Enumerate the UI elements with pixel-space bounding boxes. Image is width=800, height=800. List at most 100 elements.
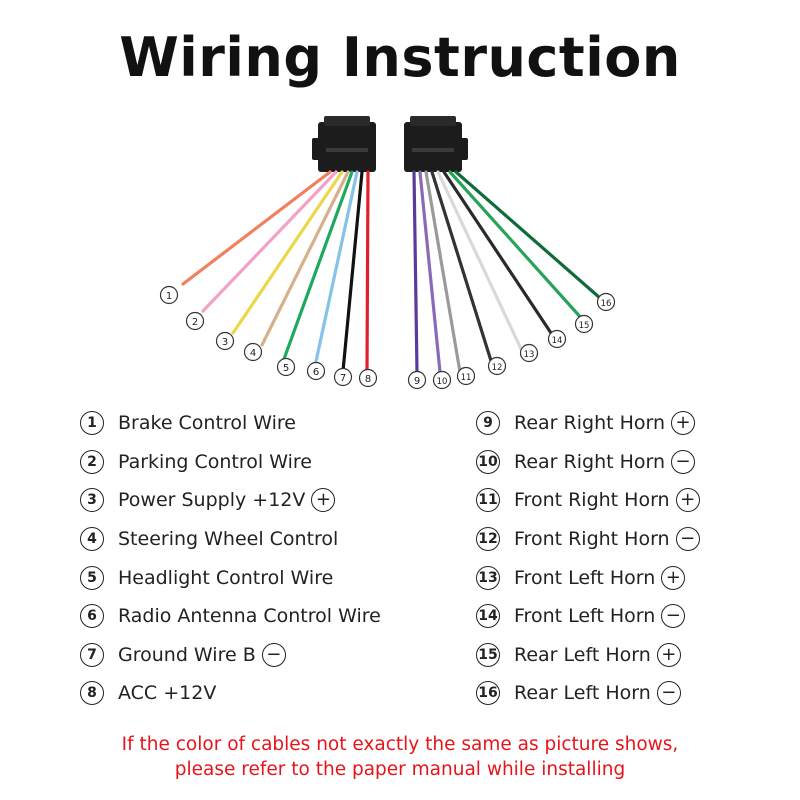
wire-label: Radio Antenna Control Wire [118, 605, 381, 628]
legend-item-2: 2 Parking Control Wire [80, 443, 381, 482]
wire-number-marker-16: 16 [596, 292, 616, 312]
wire-12 [430, 170, 494, 366]
wire-number-text: 6 [313, 367, 319, 378]
wire-number-marker-9: 9 [407, 370, 427, 390]
wire-number-badge: 12 [476, 527, 500, 552]
wire-2 [201, 170, 338, 313]
wire-number-marker-7: 7 [333, 367, 353, 387]
wire-label: Ground Wire B [118, 643, 256, 666]
legend-item-14: 14 Front Left Horn− [476, 597, 700, 636]
wire-number-marker-3: 3 [215, 331, 235, 351]
wire-1 [181, 170, 332, 286]
wire-label: Front Right Horn [514, 489, 670, 512]
wire-number-marker-5: 5 [276, 357, 296, 377]
wire-9 [412, 170, 419, 374]
wire-number-text: 15 [579, 321, 590, 331]
wire-number-text: 8 [365, 374, 371, 385]
wire-label: Power Supply +12V [118, 489, 306, 512]
wire-number-text: 4 [250, 348, 256, 359]
legend-item-9: 9 Rear Right Horn+ [476, 404, 700, 443]
wire-number-text: 14 [552, 336, 563, 346]
wire-label: Front Left Horn [514, 605, 656, 628]
wire-14 [442, 170, 555, 338]
wire-number-text: 11 [461, 373, 472, 383]
wire-number-marker-12: 12 [487, 356, 507, 376]
wire-number-badge: 1 [80, 411, 104, 436]
wire-label: Rear Left Horn [514, 643, 651, 666]
page-title: Wiring Instruction [119, 26, 681, 89]
wire-number-marker-2: 2 [185, 311, 205, 331]
wire-number-text: 7 [340, 373, 346, 384]
wire-number-marker-10: 10 [432, 370, 452, 390]
wire-11 [424, 170, 462, 374]
wire-4 [260, 170, 350, 347]
legend-item-8: 8 ACC +12V [80, 674, 381, 713]
wire-number-marker-1: 1 [159, 285, 179, 305]
wire-number-badge: 9 [476, 411, 500, 436]
wire-number-text: 12 [492, 363, 503, 373]
wire-label: Headlight Control Wire [118, 566, 334, 589]
legend-item-6: 6 Radio Antenna Control Wire [80, 597, 381, 636]
wire-number-text: 2 [192, 317, 198, 328]
polarity-icon: + [671, 411, 696, 436]
wire-number-text: 9 [414, 376, 420, 387]
color-note: If the color of cables not exactly the s… [0, 732, 800, 782]
wire-number-badge: 5 [80, 565, 104, 590]
wire-number-marker-11: 11 [456, 366, 476, 386]
wire-number-text: 5 [283, 363, 289, 374]
wire-number-badge: 8 [80, 681, 104, 706]
wire-number-text: 10 [437, 377, 448, 387]
wire-number-badge: 6 [80, 604, 104, 629]
wire-number-badge: 4 [80, 527, 104, 552]
legend-item-11: 11 Front Right Horn+ [476, 481, 700, 520]
wire-10 [418, 170, 442, 374]
wire-label: Rear Left Horn [514, 682, 651, 705]
wire-label: Parking Control Wire [118, 450, 312, 473]
legend-item-3: 3 Power Supply +12V+ [80, 481, 381, 520]
wire-number-text: 13 [524, 350, 535, 360]
wire-number-text: 16 [601, 299, 612, 309]
wire-13 [436, 170, 524, 353]
legend-item-7: 7 Ground Wire B− [80, 636, 381, 675]
polarity-icon: − [661, 604, 686, 629]
note-line-1: If the color of cables not exactly the s… [121, 734, 679, 755]
wire-number-marker-8: 8 [358, 368, 378, 388]
legend-item-4: 4 Steering Wheel Control [80, 520, 381, 559]
wire-number-badge: 11 [476, 488, 500, 513]
wire-number-badge: 7 [80, 642, 104, 667]
polarity-icon: − [675, 527, 700, 552]
wire-8 [365, 170, 370, 374]
wire-number-badge: 3 [80, 488, 104, 513]
polarity-icon: + [656, 642, 681, 667]
left-connector [312, 116, 376, 172]
polarity-icon: + [675, 488, 700, 513]
polarity-icon: − [671, 449, 696, 474]
wire-7 [341, 170, 364, 373]
polarity-icon: − [261, 642, 286, 667]
wire-number-text: 1 [166, 291, 172, 302]
wire-number-badge: 16 [476, 681, 500, 706]
polarity-icon: − [656, 681, 681, 706]
wire-label: ACC +12V [118, 682, 217, 705]
wire-number-marker-6: 6 [306, 361, 326, 381]
wire-number-badge: 10 [476, 449, 500, 474]
wire-6 [313, 170, 359, 368]
legend-item-5: 5 Headlight Control Wire [80, 558, 381, 597]
wire-number-badge: 14 [476, 604, 500, 629]
note-line-2: please refer to the paper manual while i… [174, 759, 626, 780]
wire-number-badge: 13 [476, 565, 500, 590]
wire-label: Steering Wheel Control [118, 528, 339, 551]
wire-number-text: 3 [222, 337, 228, 348]
wire-number-badge: 2 [80, 449, 104, 474]
wire-number-marker-4: 4 [243, 342, 263, 362]
wire-label: Rear Right Horn [514, 412, 666, 435]
polarity-icon: + [311, 488, 336, 513]
